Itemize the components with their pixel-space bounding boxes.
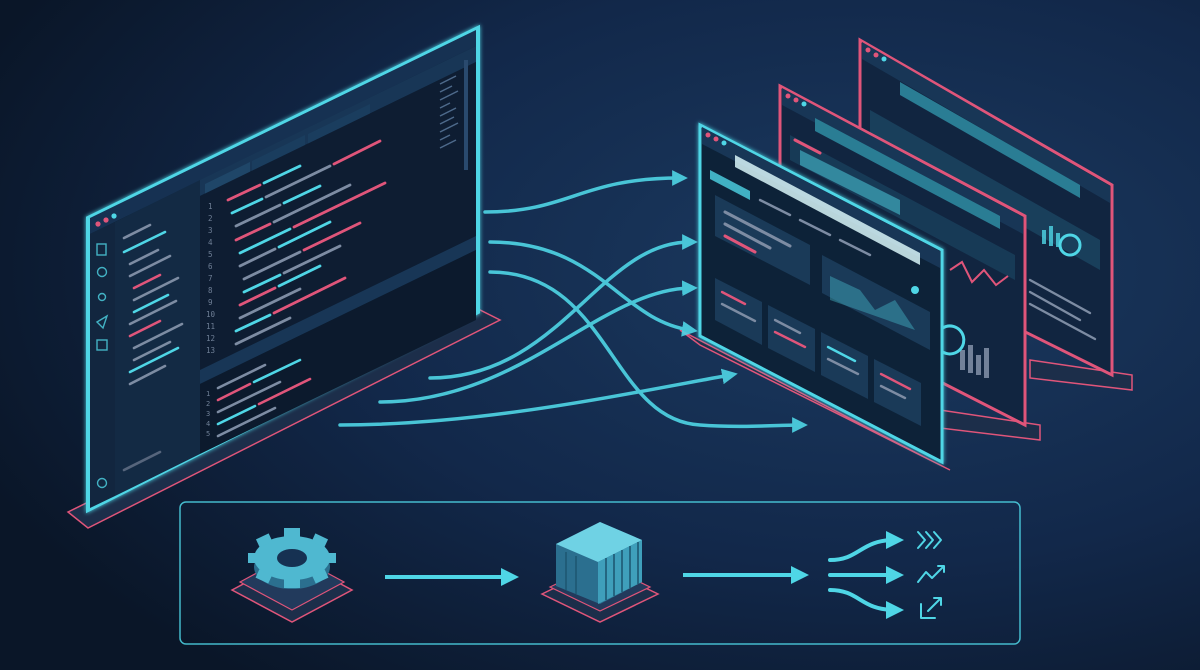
search-icon (96, 266, 108, 278)
line-number: 5 (208, 250, 213, 259)
browser-back-titlebar (862, 42, 1110, 203)
flow-arrows (338, 170, 808, 433)
highlight-card (800, 150, 900, 215)
hero-banner (790, 135, 1015, 280)
line-number: 8 (208, 286, 213, 295)
window-close-dot (95, 221, 101, 227)
container-stage (540, 522, 660, 623)
terminal-line-number: 4 (206, 420, 210, 428)
flow-arrow (428, 234, 698, 380)
shipping-container-icon (556, 522, 642, 604)
line-number: 12 (206, 334, 215, 343)
file-explorer-panel (115, 180, 200, 496)
pipeline-border (179, 501, 1021, 645)
line-number: 11 (206, 322, 215, 331)
branch-arrow (828, 588, 904, 619)
source-control-icon (97, 292, 107, 302)
gear-stage (230, 528, 354, 623)
nav-pill[interactable] (710, 170, 750, 200)
terminal-line-number: 5 (206, 430, 210, 438)
terminal-header (200, 236, 476, 384)
pipeline-panel (179, 501, 1021, 645)
fast-forward-icon (917, 531, 942, 549)
terminal-panel (200, 250, 476, 454)
content-card-chart (822, 255, 930, 350)
flow-arrow (338, 368, 738, 427)
browser-window-back (858, 37, 1133, 391)
line-number: 3 (208, 226, 213, 235)
editor-titlebar (90, 30, 476, 234)
address-bar[interactable] (900, 82, 1080, 198)
line-number: 7 (208, 274, 213, 283)
settings-gear-icon (96, 477, 108, 489)
area-chart (830, 276, 915, 330)
terminal-output (216, 358, 312, 438)
browser-front-base (679, 329, 951, 471)
terminal-line-numbers: 1 2 3 4 5 (206, 390, 210, 438)
terminal-line-number: 2 (206, 400, 210, 408)
window-max-dot (111, 213, 117, 219)
editor-activity-bar (90, 222, 115, 508)
tab-2[interactable] (252, 135, 305, 173)
terminal-line-number: 3 (206, 410, 210, 418)
browser-back-base (1029, 359, 1133, 391)
gear-icon (248, 528, 336, 589)
donut-chart-icon (1058, 233, 1082, 257)
line-number: 9 (208, 298, 213, 307)
browser-window-middle (778, 83, 1041, 441)
browser-window-front (679, 122, 951, 471)
line-chart (949, 260, 1009, 287)
branch-arrow (828, 531, 904, 562)
terminal-line-number: 1 (206, 390, 210, 398)
line-number: 6 (208, 262, 213, 271)
status-dot (911, 286, 919, 294)
code-editor-window: 1 2 3 4 5 6 7 8 9 10 11 12 13 (66, 24, 502, 529)
debug-icon (95, 314, 109, 330)
tab-active[interactable] (205, 162, 250, 196)
scale-icon (920, 597, 942, 619)
tab-3[interactable] (308, 104, 370, 146)
line-number: 13 (206, 346, 215, 355)
extensions-icon (96, 339, 108, 351)
line-number: 2 (208, 214, 213, 223)
line-number: 4 (208, 238, 213, 247)
editor-scrollbar[interactable] (464, 60, 468, 170)
line-number: 1 (208, 202, 213, 211)
line-numbers: 1 2 3 4 5 6 7 8 9 10 11 12 13 (206, 202, 216, 355)
minimap (439, 75, 459, 149)
code-area (200, 62, 476, 370)
window-min-dot (103, 217, 109, 223)
files-icon (96, 243, 107, 256)
trending-up-icon (917, 565, 945, 583)
deploy-stage (828, 531, 945, 619)
flow-arrow (488, 270, 808, 433)
flow-arrow (378, 280, 698, 404)
flow-arrow (483, 170, 688, 214)
file-tree (122, 223, 184, 472)
code-lines (226, 139, 387, 346)
line-number: 10 (206, 310, 216, 319)
address-bar[interactable] (735, 155, 920, 265)
address-bar[interactable] (815, 118, 1000, 229)
